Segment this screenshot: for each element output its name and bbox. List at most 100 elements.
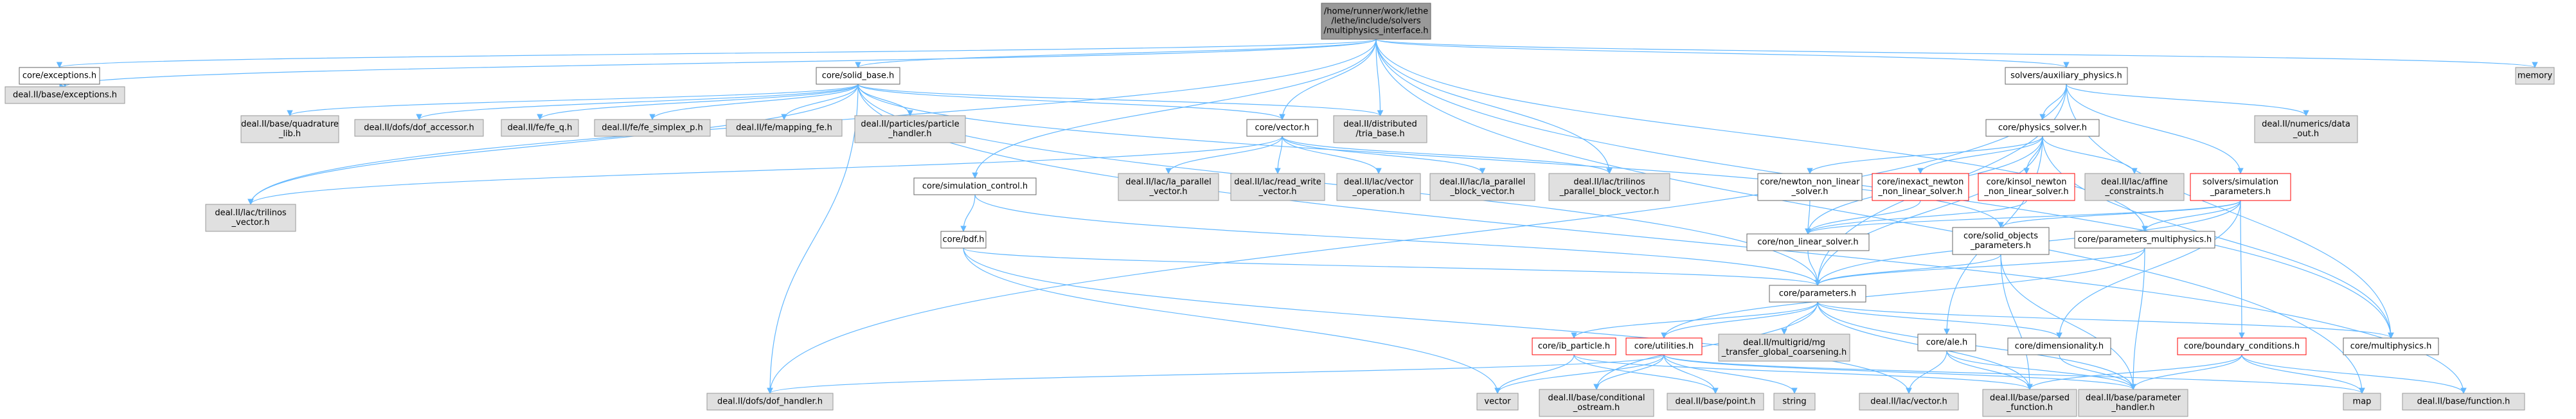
node-dof_handler[interactable]: deal.II/dofs/dof_handler.h <box>706 393 834 411</box>
node-string[interactable]: string <box>1773 393 1816 411</box>
node-label-line: deal.II/numerics/data <box>2262 120 2350 129</box>
node-exceptions[interactable]: core/exceptions.h <box>19 67 100 85</box>
node-label-line: core/kinsol_newton <box>1987 177 2067 187</box>
node-dimensionality[interactable]: core/dimensionality.h <box>2007 337 2111 355</box>
edge-exceptions-to-dealii_exceptions <box>59 84 66 90</box>
edge-kinsol_newton-to-non_linear_solver <box>1805 200 2027 235</box>
node-ale[interactable]: core/ale.h <box>1917 334 1976 352</box>
node-box <box>1917 334 1976 352</box>
edge-utilities-to-vector_std <box>1494 354 1665 394</box>
edge-core_vector-to-la_parallel_vector <box>1165 136 1283 174</box>
node-box <box>2402 393 2525 411</box>
node-parameters[interactable]: core/parameters.h <box>1769 285 1866 303</box>
edge-root-to-simulation_control <box>972 39 1377 179</box>
node-box <box>1773 393 1816 411</box>
node-parsed_function[interactable]: deal.II/base/parsed_function.h <box>1982 389 2077 417</box>
node-bdf[interactable]: core/bdf.h <box>940 231 987 249</box>
node-la_parallel_vector[interactable]: deal.II/lac/la_parallel_vector.h <box>1118 173 1219 201</box>
node-data_out[interactable]: deal.II/numerics/data_out.h <box>2254 115 2358 143</box>
node-tria_base[interactable]: deal.II/distributed/tria_base.h <box>1333 115 1427 143</box>
node-non_linear_solver[interactable]: core/non_linear_solver.h <box>1746 233 1870 251</box>
node-solid_base[interactable]: core/solid_base.h <box>816 67 900 85</box>
node-root[interactable]: /home/runner/work/lethe/lethe/include/so… <box>1321 3 1431 40</box>
node-affine_constraints[interactable]: deal.II/lac/affine_constraints.h <box>2084 173 2185 201</box>
edge-boundary_conditions-to-param_handler <box>2130 354 2242 390</box>
edge-core_vector-to-la_parallel_block <box>1282 136 1486 174</box>
edge-solid_objects_params-to-parameters <box>1814 254 2001 286</box>
node-solid_objects_params[interactable]: core/solid_objects_parameters.h <box>1952 227 2050 255</box>
node-label-line: vector <box>1484 397 1511 407</box>
edge-ale-to-param_handler <box>1946 350 2136 390</box>
node-dealii_exceptions[interactable]: deal.II/base/exceptions.h <box>4 86 125 104</box>
node-label-line: _parallel_block_vector.h <box>1559 187 1659 197</box>
node-fe_q[interactable]: deal.II/fe/fe_q.h <box>501 119 579 137</box>
nodes-layer: /home/runner/work/lethe/lethe/include/so… <box>4 3 2555 417</box>
node-label-line: deal.II/fe/fe_simplex_p.h <box>602 123 703 133</box>
node-label-line: _ostream.h <box>1573 403 1620 413</box>
node-box <box>1476 393 1519 411</box>
node-la_parallel_block[interactable]: deal.II/lac/la_parallel_block_vector.h <box>1429 173 1535 201</box>
node-box <box>706 393 834 411</box>
node-simulation_control[interactable]: core/simulation_control.h <box>913 177 1037 195</box>
node-quadrature_lib[interactable]: deal.II/base/quadrature_lib.h <box>240 115 339 143</box>
node-function[interactable]: deal.II/base/function.h <box>2402 393 2525 411</box>
node-newton_nls[interactable]: core/newton_non_linear_solver.h <box>1757 173 1863 201</box>
edge-aux_physics-to-physics_solver <box>2039 84 2067 120</box>
node-map[interactable]: map <box>2343 393 2381 411</box>
edge-root-to-aux_physics <box>1375 39 2070 68</box>
node-dof_accessor[interactable]: deal.II/dofs/dof_accessor.h <box>354 119 484 137</box>
node-trilinos_vector[interactable]: deal.II/lac/trilinos_vector.h <box>205 204 296 232</box>
node-label-line: _parameters.h <box>2210 187 2271 197</box>
node-boundary_conditions[interactable]: core/boundary_conditions.h <box>2177 337 2307 355</box>
node-vector_std[interactable]: vector <box>1476 393 1519 411</box>
node-label-line: _non_linear_solver.h <box>1877 187 1962 197</box>
node-vector_operation[interactable]: deal.II/lac/vector_operation.h <box>1336 173 1421 201</box>
node-read_write_vector[interactable]: deal.II/lac/read_write_vector.h <box>1230 173 1325 201</box>
edge-params_multiphysics-to-param_handler <box>2130 247 2145 390</box>
node-box <box>501 119 579 137</box>
node-param_handler[interactable]: deal.II/base/parameter_handler.h <box>2078 389 2188 417</box>
node-box <box>2005 67 2128 85</box>
node-label-line: _solver.h <box>1791 187 1828 197</box>
node-label-line: map <box>2353 397 2372 407</box>
node-box <box>2007 337 2111 355</box>
edge-utilities-to-param_handler <box>1663 354 2136 390</box>
node-physics_solver[interactable]: core/physics_solver.h <box>1985 119 2100 137</box>
node-label-line: core/bdf.h <box>942 235 984 245</box>
node-label-line: solvers/auxiliary_physics.h <box>2010 71 2122 81</box>
node-kinsol_newton[interactable]: core/kinsol_newton_non_linear_solver.h <box>1978 173 2075 201</box>
node-label-line: /tria_base.h <box>1355 129 1404 139</box>
node-core_vector[interactable]: core/vector.h <box>1246 119 1318 137</box>
edge-utilities-to-string <box>1663 354 1798 394</box>
node-trilinos_block[interactable]: deal.II/lac/trilinos_parallel_block_vect… <box>1548 173 1670 201</box>
node-box <box>1859 393 1959 411</box>
node-memory[interactable]: memory <box>2515 67 2555 85</box>
node-lac_vector[interactable]: deal.II/lac/vector.h <box>1859 393 1959 411</box>
node-params_multiphysics[interactable]: core/parameters_multiphysics.h <box>2074 231 2215 249</box>
node-point[interactable]: deal.II/base/point.h <box>1667 393 1764 411</box>
node-conditional_ostream[interactable]: deal.II/base/conditional_ostream.h <box>1539 389 1654 417</box>
node-inexact_newton[interactable]: core/inexact_newton_non_linear_solver.h <box>1872 173 1969 201</box>
node-label-line: core/non_linear_solver.h <box>1757 238 1858 247</box>
node-aux_physics[interactable]: solvers/auxiliary_physics.h <box>2005 67 2128 85</box>
node-multiphysics[interactable]: core/multiphysics.h <box>2343 337 2439 355</box>
node-box <box>4 86 125 104</box>
edge-parameters-to-dimensionality <box>1817 301 2062 339</box>
node-sim_parameters[interactable]: solvers/simulation_parameters.h <box>2190 173 2291 201</box>
node-label-line: deal.II/lac/vector <box>1344 177 1414 187</box>
node-label-line: deal.II/lac/la_parallel <box>1440 177 1526 187</box>
node-ib_particle[interactable]: core/ib_particle.h <box>1532 337 1616 355</box>
node-fe_simplex_p[interactable]: deal.II/fe/fe_simplex_p.h <box>594 119 711 137</box>
edge-aux_physics-to-sim_parameters <box>2066 84 2244 174</box>
edge-aux_physics-to-data_out <box>2066 84 2309 116</box>
edge-ale-to-parsed_function <box>1946 350 2033 390</box>
node-label-line: _handler.h <box>2111 403 2154 413</box>
edge-inexact_newton-to-non_linear_solver <box>1805 200 1921 235</box>
node-utilities[interactable]: core/utilities.h <box>1625 337 1703 355</box>
node-mapping_fe[interactable]: deal.II/fe/mapping_fe.h <box>726 119 843 137</box>
edge-parameters-to-multiphysics <box>1817 301 2394 339</box>
node-mg_coarsening[interactable]: deal.II/multigrid/mg_transfer_global_coa… <box>1718 334 1850 362</box>
node-box <box>594 119 711 137</box>
node-box <box>913 177 1037 195</box>
node-particle_handler[interactable]: deal.II/particles/particle_handler.h <box>854 115 966 143</box>
